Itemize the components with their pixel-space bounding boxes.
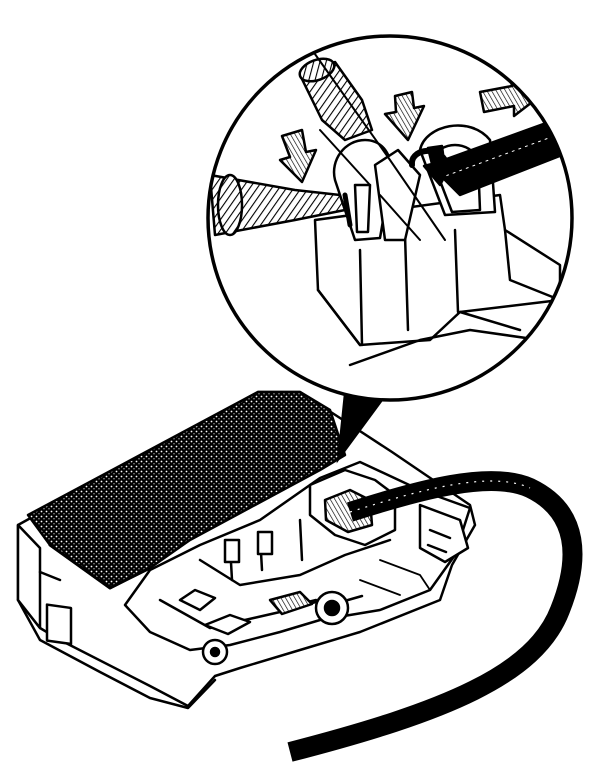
cable-highlight (349, 480, 531, 513)
flat-cable (287, 471, 583, 762)
inset-left-cable-end (216, 173, 244, 237)
inset-guide-line-a (304, 39, 446, 241)
down-arrow-icon (383, 90, 426, 142)
latch-a (178, 588, 217, 612)
post-block-b (256, 530, 274, 556)
inset-top-cable (298, 60, 374, 142)
side-slot (38, 570, 62, 582)
inset-clip-tab (342, 192, 353, 228)
front-roller-hub (209, 646, 221, 658)
inset-right-cable-highlight (439, 131, 566, 179)
magnified-inset (206, 34, 574, 402)
inset-border (206, 34, 574, 402)
inset-lower-edge (458, 310, 522, 332)
tray-ridge (198, 538, 392, 587)
inset-housing-step (503, 228, 562, 302)
front-edge (16, 598, 217, 710)
latch-b (203, 613, 252, 636)
right-clip-ribs (426, 528, 452, 554)
inset-right-cable (428, 116, 572, 197)
grille-front-edge (48, 543, 152, 590)
inset-clip-slot-left (353, 183, 372, 234)
inset-guide-line-b (319, 129, 421, 241)
tray-vent (268, 590, 314, 616)
down-arrow-icon (278, 128, 318, 184)
gear-hub (323, 599, 341, 617)
inset-clip-hook-middle (373, 148, 422, 242)
post-block-a (223, 538, 241, 564)
left-side-panel (16, 523, 42, 630)
device-base-unit (16, 390, 477, 710)
side-port (45, 603, 73, 646)
down-arrow-icon (422, 144, 454, 187)
tray-detail-lines (359, 559, 431, 596)
inset-housing-edges (316, 228, 460, 347)
inset-top-cable-end (298, 57, 336, 83)
